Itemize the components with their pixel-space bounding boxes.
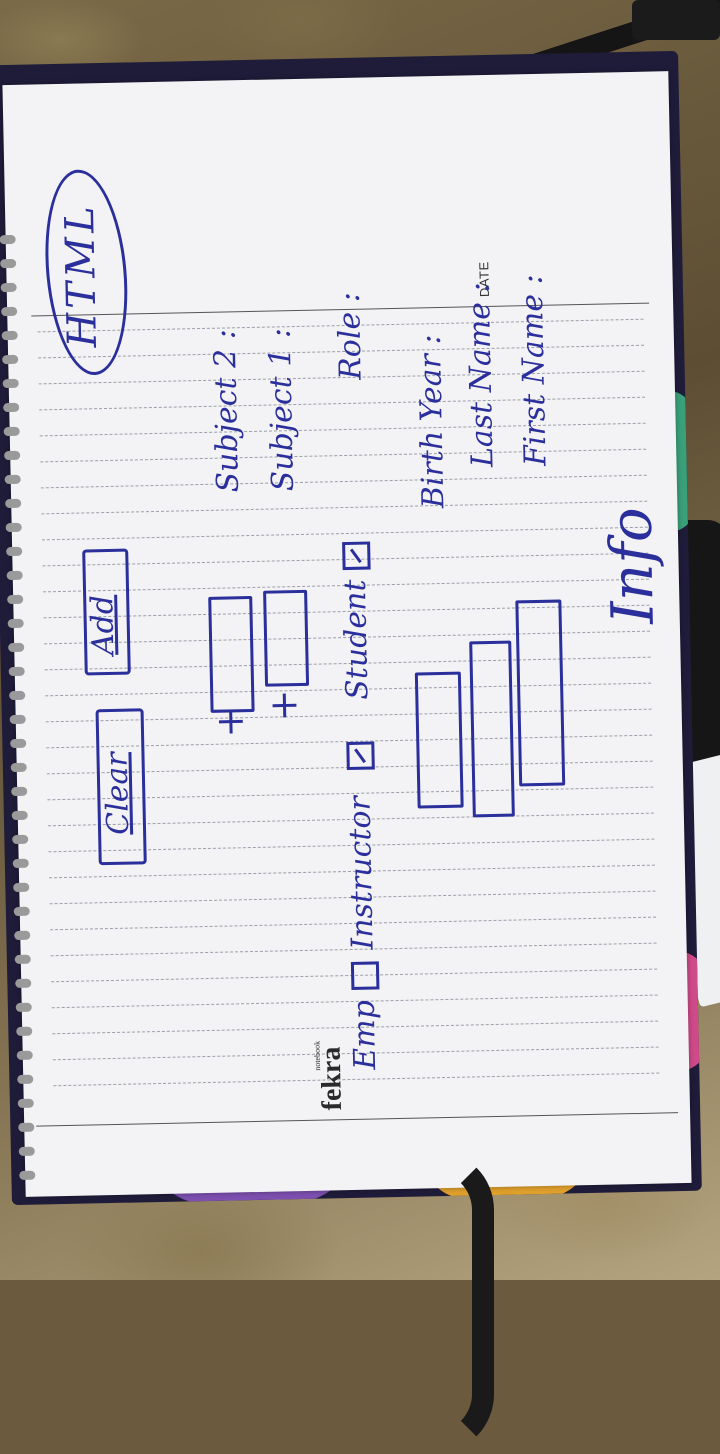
student-checkbox[interactable] <box>342 541 371 571</box>
subject-1-label: Subject 1 : <box>262 327 301 492</box>
brand-logo: notebook fekra <box>313 1040 349 1111</box>
role-label: Role : <box>331 291 369 381</box>
add-button-label: Add <box>85 594 122 656</box>
instructor-checkbox[interactable] <box>346 741 375 771</box>
ruled-line <box>40 472 647 489</box>
first-name-input-box[interactable] <box>515 599 566 787</box>
subject-2-label: Subject 2 : <box>207 328 247 493</box>
subject-1-input-box[interactable] <box>263 589 310 687</box>
last-name-label: Last Name : <box>461 282 501 468</box>
ruled-line <box>41 498 648 515</box>
ruled-line <box>39 420 646 437</box>
instructor-option-label: Instructor <box>342 795 381 951</box>
sketch-heading: Info <box>596 506 667 625</box>
black-cable <box>330 1150 494 1454</box>
subject-2-input-box[interactable] <box>208 595 255 713</box>
emp-checkbox[interactable] <box>350 961 380 990</box>
ruled-line <box>53 1070 660 1087</box>
handwritten-sketch: DATE notebook fekra HTML Info First Name… <box>2 71 691 1197</box>
brand-name: fekra <box>315 1046 348 1111</box>
notebook-page: DATE notebook fekra HTML Info First Name… <box>0 71 692 1197</box>
first-name-label: First Name : <box>514 273 554 467</box>
ruled-line <box>39 394 646 411</box>
birth-year-label: Birth Year : <box>412 334 452 509</box>
student-option-label: Student <box>337 579 376 701</box>
ruled-line <box>41 524 648 541</box>
footer-rule <box>36 1112 679 1127</box>
emp-option-label: Emp <box>346 999 384 1071</box>
ruled-line <box>40 446 647 463</box>
clear-button-label: Clear <box>99 751 137 836</box>
subject-1-add-plus[interactable]: + <box>261 689 306 722</box>
cable-plug <box>632 0 720 40</box>
sketch-title: HTML <box>56 201 106 348</box>
birth-year-input-box[interactable] <box>414 671 464 809</box>
last-name-input-box[interactable] <box>469 640 515 818</box>
subject-2-add-plus[interactable]: + <box>207 705 253 738</box>
